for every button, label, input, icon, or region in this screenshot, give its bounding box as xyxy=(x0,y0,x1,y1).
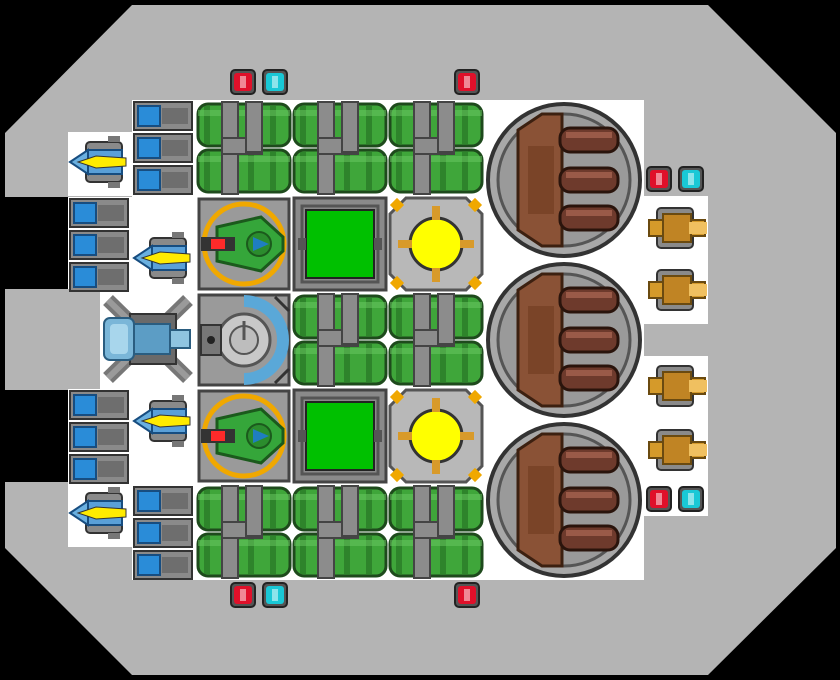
missile-launcher[interactable] xyxy=(484,100,644,260)
missile-launcher[interactable] xyxy=(484,420,644,580)
small-thruster-stack[interactable] xyxy=(132,485,196,581)
fuel-tank[interactable] xyxy=(196,484,292,580)
engine-pod[interactable] xyxy=(68,487,132,539)
small-thruster-stack[interactable] xyxy=(68,389,132,485)
fuel-tank[interactable] xyxy=(388,484,484,580)
large-thruster[interactable] xyxy=(100,294,196,384)
engine-pod[interactable] xyxy=(132,395,196,447)
rcs-thruster[interactable] xyxy=(453,581,481,609)
cockpit[interactable] xyxy=(197,389,291,483)
rcs-thruster[interactable] xyxy=(645,485,673,513)
rcs-thruster[interactable] xyxy=(261,68,289,96)
fuel-tank[interactable] xyxy=(388,100,484,196)
fuel-tank[interactable] xyxy=(292,292,388,388)
fuel-tank[interactable] xyxy=(196,100,292,196)
rcs-thruster[interactable] xyxy=(645,165,673,193)
cannon[interactable] xyxy=(645,200,709,256)
reactor[interactable] xyxy=(388,196,484,292)
rcs-thruster[interactable] xyxy=(677,165,705,193)
engine-pod[interactable] xyxy=(68,136,132,188)
fuel-tank[interactable] xyxy=(388,292,484,388)
reactor[interactable] xyxy=(388,388,484,484)
cannon[interactable] xyxy=(645,422,709,478)
cockpit[interactable] xyxy=(197,197,291,291)
rcs-thruster[interactable] xyxy=(229,581,257,609)
gyroscope[interactable] xyxy=(197,293,291,387)
cannon[interactable] xyxy=(645,358,709,414)
fuel-tank[interactable] xyxy=(292,100,388,196)
bridge[interactable] xyxy=(292,388,388,484)
cannon[interactable] xyxy=(645,262,709,318)
small-thruster-stack[interactable] xyxy=(68,197,132,293)
bridge[interactable] xyxy=(292,196,388,292)
small-thruster-stack[interactable] xyxy=(132,100,196,196)
rcs-thruster[interactable] xyxy=(453,68,481,96)
rcs-thruster[interactable] xyxy=(261,581,289,609)
engine-pod[interactable] xyxy=(132,232,196,284)
fuel-tank[interactable] xyxy=(292,484,388,580)
missile-launcher[interactable] xyxy=(484,260,644,420)
rcs-thruster[interactable] xyxy=(677,485,705,513)
rcs-thruster[interactable] xyxy=(229,68,257,96)
